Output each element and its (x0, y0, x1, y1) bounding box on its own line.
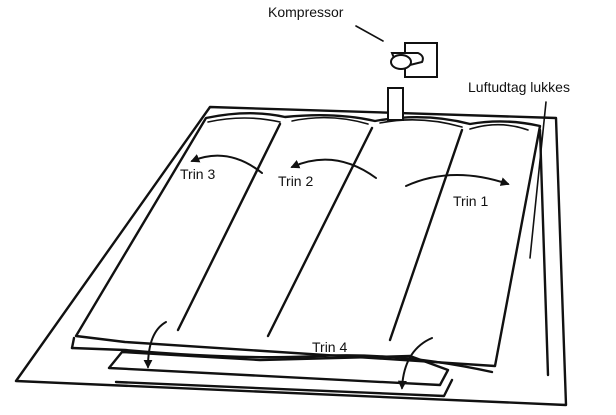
step1-arrow (405, 173, 510, 187)
compressor-icon (390, 42, 438, 78)
compressor-leader-line (355, 25, 384, 42)
step4-right-arrow (397, 337, 433, 390)
step3-arrow (190, 154, 263, 174)
tube-dividers (176, 122, 464, 342)
compressor-hose (387, 87, 404, 121)
step1-label: Trin 1 (453, 193, 488, 209)
step4-label: Trin 4 (312, 339, 347, 355)
compressor-label: Kompressor (268, 4, 344, 20)
step2-arrow (290, 158, 377, 179)
inflatable-panel (70, 112, 542, 374)
floor-outline (14, 105, 568, 407)
step3-label: Trin 3 (180, 166, 215, 182)
air-outlet-leader-line (529, 101, 547, 259)
air-outlet-label: Luftudtag lukkes (468, 79, 570, 95)
step2-label: Trin 2 (278, 173, 313, 189)
step4-left-arrow (143, 321, 167, 369)
